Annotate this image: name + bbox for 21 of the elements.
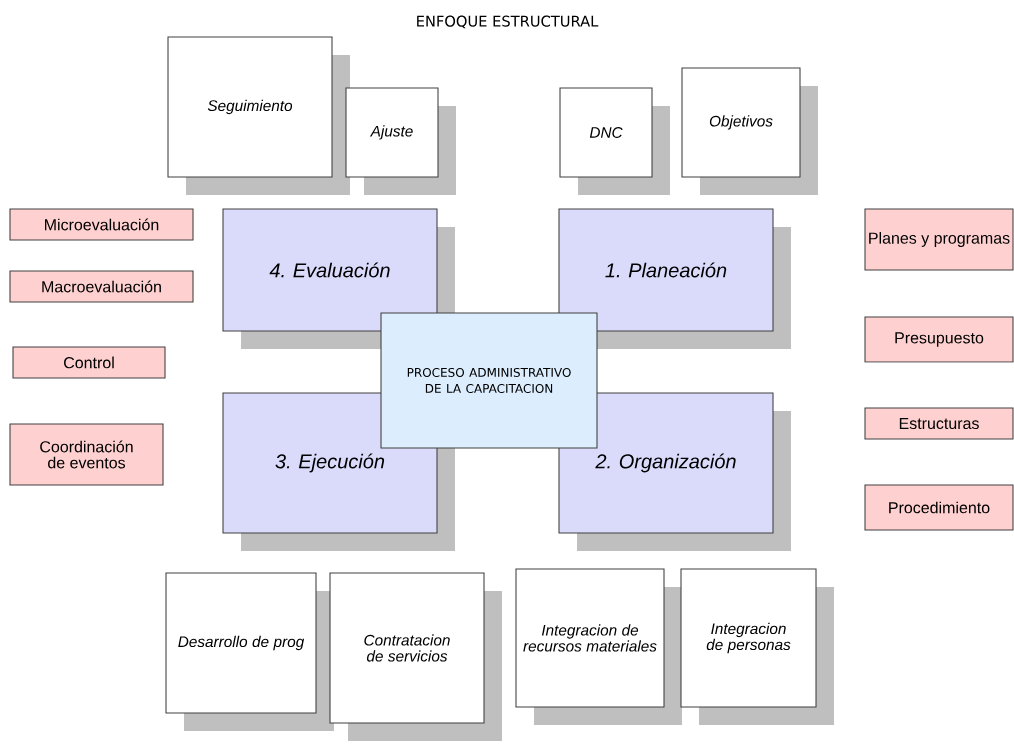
topic-box: Desarrollo de prog <box>165 572 334 731</box>
phase-box: 4. Evaluación <box>222 208 455 349</box>
activity-box: Control <box>12 346 166 379</box>
activity-box: Microevaluación <box>9 208 194 241</box>
activity-box: Presupuesto <box>864 316 1014 363</box>
topic-box: Integracion de recursos materiales <box>515 568 682 725</box>
topic-box: Integracion de personas <box>680 568 834 725</box>
phase-box: 2. Organización <box>558 392 791 551</box>
phase-box: 1. Planeación <box>558 208 791 349</box>
topic-box: Ajuste <box>345 87 456 195</box>
topic-box: DNC <box>559 87 670 195</box>
activity-box: Procedimiento <box>864 484 1014 531</box>
activity-box: Estructuras <box>864 407 1014 440</box>
activity-box: Planes y programas <box>864 208 1014 271</box>
center-box: PROCESO ADMINISTRATIVO DE LA CAPACITACION <box>380 312 598 449</box>
activity-box: Macroevaluación <box>9 270 194 303</box>
topic-box: Seguimiento <box>167 36 350 195</box>
topic-box: Objetivos <box>681 67 818 195</box>
title: ENFOQUE ESTRUCTURAL <box>417 15 599 29</box>
topic-box: Contratacion de servicios <box>329 572 502 741</box>
activity-box: Coordinación de eventos <box>9 423 164 486</box>
